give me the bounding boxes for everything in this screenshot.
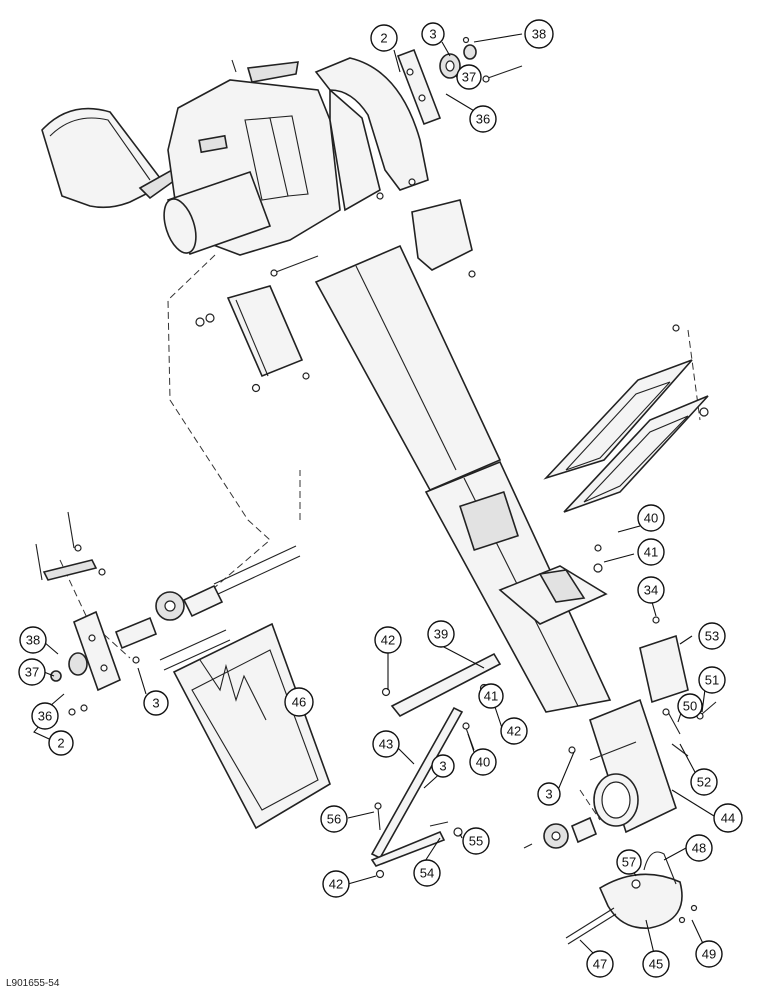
callout-42-mid: 42 xyxy=(500,717,528,745)
callout-3-lower: 3 xyxy=(537,782,561,806)
svg-text:46: 46 xyxy=(292,695,306,710)
svg-text:43: 43 xyxy=(379,737,393,752)
callout-49: 49 xyxy=(695,940,723,968)
svg-text:56: 56 xyxy=(327,812,341,827)
callout-37-top: 37 xyxy=(456,64,482,90)
svg-text:44: 44 xyxy=(721,811,735,826)
callout-41-mid: 41 xyxy=(478,683,504,709)
callout-37-left: 37 xyxy=(18,658,46,686)
decal-panel xyxy=(172,622,331,830)
callout-42-upper: 42 xyxy=(374,626,402,654)
svg-text:50: 50 xyxy=(683,699,697,714)
svg-text:3: 3 xyxy=(429,27,436,42)
callout-38-top: 38 xyxy=(524,19,554,49)
svg-text:37: 37 xyxy=(462,70,476,85)
callout-36-left: 36 xyxy=(31,702,59,730)
callout-56: 56 xyxy=(320,805,348,833)
callout-44: 44 xyxy=(713,803,743,833)
svg-text:52: 52 xyxy=(697,775,711,790)
callout-40-right: 40 xyxy=(637,504,665,532)
callout-42-lower: 42 xyxy=(322,870,350,898)
svg-text:42: 42 xyxy=(381,633,395,648)
svg-text:47: 47 xyxy=(593,957,607,972)
svg-text:38: 38 xyxy=(26,633,40,648)
svg-text:49: 49 xyxy=(702,947,716,962)
callout-41-right: 41 xyxy=(637,538,665,566)
callout-40-mid: 40 xyxy=(469,748,497,776)
svg-text:36: 36 xyxy=(476,112,490,127)
left-shaft-assembly xyxy=(35,511,301,716)
callout-48: 48 xyxy=(685,834,713,862)
callout-46: 46 xyxy=(284,687,314,717)
callout-57: 57 xyxy=(616,849,642,875)
callout-55: 55 xyxy=(462,827,490,855)
svg-text:38: 38 xyxy=(532,27,546,42)
callout-3-mid: 3 xyxy=(431,754,455,778)
callout-51: 51 xyxy=(698,666,726,694)
svg-text:41: 41 xyxy=(484,689,498,704)
svg-text:54: 54 xyxy=(420,866,434,881)
svg-text:42: 42 xyxy=(329,877,343,892)
callout-53: 53 xyxy=(698,622,726,650)
callout-38-left: 38 xyxy=(19,626,47,654)
callout-2-left: 2 xyxy=(48,730,74,756)
svg-text:36: 36 xyxy=(38,709,52,724)
callout-43: 43 xyxy=(372,730,400,758)
callout-47: 47 xyxy=(586,950,614,978)
svg-text:2: 2 xyxy=(57,736,64,751)
callout-3-left: 3 xyxy=(143,690,169,716)
svg-text:42: 42 xyxy=(507,724,521,739)
svg-text:3: 3 xyxy=(152,696,159,711)
callout-54: 54 xyxy=(413,859,441,887)
svg-text:40: 40 xyxy=(644,511,658,526)
figure-id: L901655-54 xyxy=(6,978,60,989)
svg-text:57: 57 xyxy=(622,855,636,870)
svg-text:3: 3 xyxy=(439,759,446,774)
discharge-chute xyxy=(314,244,612,713)
svg-text:40: 40 xyxy=(476,755,490,770)
callout-50: 50 xyxy=(677,693,703,719)
bearing-bracket-middle xyxy=(195,285,310,393)
callout-36-top: 36 xyxy=(469,105,497,133)
callout-39: 39 xyxy=(427,620,455,648)
svg-text:55: 55 xyxy=(469,834,483,849)
svg-text:48: 48 xyxy=(692,841,706,856)
callout-45: 45 xyxy=(642,950,670,978)
svg-text:3: 3 xyxy=(545,787,552,802)
screen-panels xyxy=(543,324,709,513)
upper-housing-assembly xyxy=(41,36,523,278)
callout-34: 34 xyxy=(637,576,665,604)
callout-3-top: 3 xyxy=(421,22,445,46)
svg-text:41: 41 xyxy=(644,545,658,560)
svg-text:53: 53 xyxy=(705,629,719,644)
svg-text:2: 2 xyxy=(380,31,387,46)
svg-text:39: 39 xyxy=(434,627,448,642)
svg-text:51: 51 xyxy=(705,673,719,688)
callout-2-top: 2 xyxy=(370,24,398,52)
callout-52: 52 xyxy=(690,768,718,796)
svg-text:37: 37 xyxy=(25,665,39,680)
svg-text:45: 45 xyxy=(649,957,663,972)
lower-bearing-assembly xyxy=(523,544,717,945)
svg-text:34: 34 xyxy=(644,583,658,598)
